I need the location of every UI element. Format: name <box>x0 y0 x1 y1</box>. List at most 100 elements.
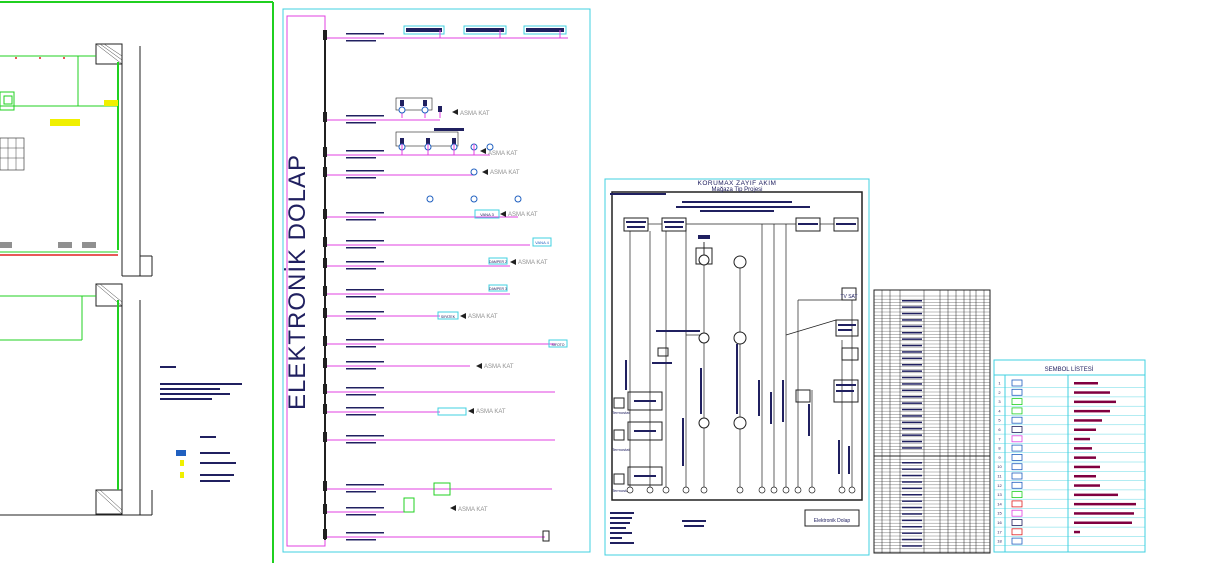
schedule-cell-text <box>902 312 922 315</box>
riser-stub <box>323 358 327 368</box>
riser-label-bar <box>346 311 384 313</box>
schedule-cell-text <box>902 421 922 424</box>
riser-label-bar <box>346 368 376 370</box>
asma-kat-label: ASMA KAT <box>476 409 506 415</box>
symbol-icon <box>1011 398 1023 406</box>
symbol-description-bar <box>1074 428 1096 431</box>
schedule-cell-text <box>902 338 922 340</box>
symbol-description-bar <box>1074 419 1102 422</box>
symbol-icon <box>1011 500 1023 508</box>
weak-current-panel: KORUMAX ZAYIF AKIM Mağaza Tip Projesi <box>604 178 870 556</box>
schedule-cell-text <box>902 462 922 464</box>
schedule-cell-text <box>902 481 922 483</box>
riser-label-bar <box>346 115 384 117</box>
schedule-cell-text <box>902 319 922 321</box>
riser-label-bar <box>346 387 384 389</box>
riser-stub <box>323 30 327 40</box>
riser-stub <box>323 258 327 268</box>
riser-label-bar <box>346 484 384 486</box>
riser-label-bar <box>346 514 376 516</box>
symbol-description-bar <box>1074 447 1092 450</box>
symbol-icon <box>1011 463 1023 471</box>
schedule-cell-text <box>902 440 922 443</box>
symbol-description-bar <box>1074 502 1136 506</box>
termostat-label-2: Termostat <box>612 447 630 452</box>
riser-stub <box>323 384 327 394</box>
asma-kat-label: ASMA KAT <box>458 507 488 513</box>
symbol-row-number: 9 <box>998 455 1001 460</box>
schedule-cell-text <box>902 434 922 436</box>
asma-kat-label: ASMA KAT <box>490 170 520 176</box>
schedule-cell-text <box>902 344 922 347</box>
riser-label-bar <box>346 177 376 179</box>
symbol-icon <box>1011 416 1023 424</box>
symbol-row-number: 15 <box>997 511 1002 516</box>
symbol-row-number: 8 <box>998 446 1001 451</box>
riser-label-bar <box>346 532 384 534</box>
symbol-row-number: 5 <box>998 418 1001 423</box>
symbol-icon <box>1011 472 1023 480</box>
schedule-cell-text <box>902 494 922 496</box>
schedule-cell-text <box>902 370 922 372</box>
symbol-row-number: 2 <box>998 390 1001 395</box>
symbol-description-bar <box>1074 400 1116 404</box>
riser-label-bar <box>346 170 384 172</box>
riser-stub <box>323 336 327 346</box>
symbol-description-bar <box>1074 456 1096 459</box>
schedule-cell-text <box>902 428 922 430</box>
riser-label-bar <box>346 407 384 409</box>
panel-subtitle: Mağaza Tip Projesi <box>711 187 762 193</box>
symbol-description-bar <box>1074 484 1100 487</box>
tag-sifatek: SIFATEK <box>441 315 456 319</box>
riser-label-bar <box>346 507 384 509</box>
symbol-row-number: 18 <box>997 539 1002 544</box>
tag-vana4: VANA 4 <box>535 240 549 245</box>
riser-stub <box>323 209 327 219</box>
symbol-description-bar <box>1074 530 1080 534</box>
symbol-description-bar <box>1074 382 1098 385</box>
schedule-cell-text <box>902 447 922 449</box>
asma-kat-label: ASMA KAT <box>460 111 490 117</box>
riser-label-bar <box>346 414 376 416</box>
schedule-cell-text <box>902 513 922 515</box>
symbol-row-number: 1 <box>998 381 1001 386</box>
tag-damper2: DAMPER 2 <box>489 260 507 264</box>
riser-stub <box>323 167 327 177</box>
symbol-icon <box>1011 509 1023 517</box>
symbol-row-number: 11 <box>997 474 1002 479</box>
riser-stub <box>323 504 327 514</box>
riser-label-bar <box>346 539 376 541</box>
schedule-cell-text <box>902 526 922 528</box>
riser-label-bar <box>346 394 376 396</box>
symbol-row-number: 4 <box>998 408 1001 413</box>
symbol-icon <box>1011 435 1023 443</box>
riser-label-bar <box>346 289 384 291</box>
symbol-description-bar <box>1074 437 1090 441</box>
schedule-cell-text <box>902 306 922 308</box>
riser-stub <box>323 432 327 442</box>
equipment-schedule <box>873 289 991 554</box>
schedule-cell-text <box>902 532 922 534</box>
detector-circles <box>426 168 522 203</box>
schedule-cell-text <box>902 506 922 509</box>
symbol-icon <box>1011 537 1023 545</box>
symbol-icon <box>1011 528 1023 536</box>
riser-stub <box>323 147 327 157</box>
symbol-icon <box>1011 426 1023 433</box>
riser-label-bar <box>346 318 376 320</box>
device-group-b <box>395 128 494 155</box>
riser-label-bar <box>346 150 384 152</box>
riser-stub <box>323 481 327 491</box>
riser-label-bar <box>346 212 384 214</box>
riser-stub <box>323 237 327 247</box>
schedule-cell-text <box>902 357 922 360</box>
symbol-description-bar <box>1074 391 1110 394</box>
schedule-cell-text <box>902 364 922 366</box>
symbol-description-bar <box>1074 493 1118 497</box>
riser-stub <box>323 404 327 414</box>
schedule-cell-text <box>902 376 922 379</box>
riser-label-bar <box>346 268 376 270</box>
riser-label-bar <box>346 339 384 341</box>
schedule-cell-text <box>902 545 922 547</box>
